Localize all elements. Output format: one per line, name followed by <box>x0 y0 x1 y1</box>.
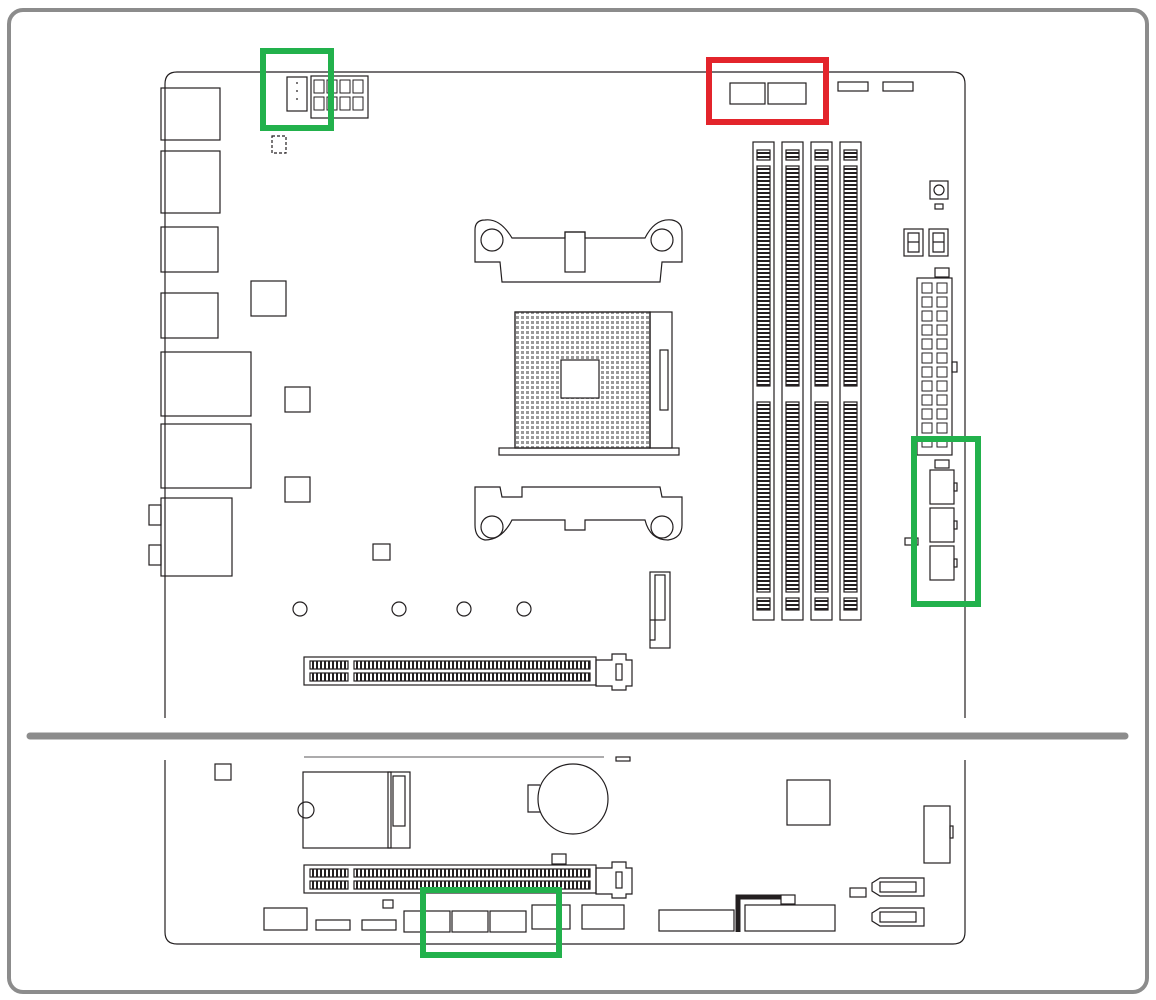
cpu-power-pin <box>352 96 364 111</box>
mounting-holes <box>292 601 532 617</box>
cpu-bracket-bottom <box>474 486 683 541</box>
io-port <box>160 226 219 273</box>
cpu-fan-header <box>286 76 308 112</box>
cpu-power-pin <box>352 79 364 94</box>
io-port <box>160 150 221 214</box>
small-dashed-component <box>271 135 287 154</box>
rear-io-ports <box>148 87 252 577</box>
io-port-audio <box>160 497 233 577</box>
bottom-headers <box>263 894 836 933</box>
led-headers-top <box>837 81 914 92</box>
highlight-cpu-fan <box>260 48 334 131</box>
atx-pin <box>921 310 933 322</box>
atx-pin <box>921 366 933 378</box>
atx-pin <box>936 296 948 308</box>
atx-pin <box>921 338 933 350</box>
cpu-power-pin <box>339 79 351 94</box>
atx-pin <box>921 296 933 308</box>
io-port <box>160 87 221 141</box>
board-outline-top <box>164 71 966 718</box>
sata-ports <box>871 877 925 927</box>
top-fan-headers <box>729 82 807 105</box>
chip <box>214 763 232 781</box>
dimm-slot <box>752 141 775 621</box>
dimm-slot <box>810 141 833 621</box>
atx-pin <box>921 282 933 294</box>
atx-pin <box>936 408 948 420</box>
cpu-power-pin <box>313 79 325 94</box>
atx-pin <box>936 338 948 350</box>
highlight-right-fans <box>911 436 981 607</box>
atx-pin <box>921 422 933 434</box>
io-port <box>160 292 219 339</box>
atx-pin <box>936 282 948 294</box>
chip <box>284 386 311 413</box>
front-usb-header-right <box>923 805 954 864</box>
board-outline-bottom <box>164 760 966 945</box>
small-header <box>849 887 867 898</box>
m2-slot-bottom <box>297 771 411 849</box>
highlight-bottom-fans <box>420 887 562 958</box>
highlight-top-fans <box>706 57 829 125</box>
io-port <box>160 351 252 417</box>
atx-pin <box>936 380 948 392</box>
cpu-power-pin <box>313 96 325 111</box>
cpu-power-pin <box>339 96 351 111</box>
atx-pin <box>921 352 933 364</box>
cmos-battery <box>527 763 609 835</box>
pcie-slot-top <box>303 653 633 691</box>
atx-pin <box>921 408 933 420</box>
cpu-socket <box>498 311 680 456</box>
atx-pin <box>936 324 948 336</box>
atx-pin <box>936 352 948 364</box>
chipset <box>786 779 831 826</box>
atx-pin <box>921 324 933 336</box>
chip <box>284 476 311 503</box>
dimm-slot <box>781 141 804 621</box>
chip <box>250 280 287 317</box>
outer-frame <box>7 8 1149 994</box>
atx-pin <box>936 366 948 378</box>
cpu-bracket-top <box>474 219 683 283</box>
power-button <box>929 180 949 200</box>
dimm-slot <box>839 141 862 621</box>
debug-led-display <box>903 228 949 257</box>
dimm-slots <box>752 141 862 621</box>
chip <box>372 543 391 561</box>
atx-pin <box>936 422 948 434</box>
io-port <box>160 423 252 489</box>
atx-pin <box>921 394 933 406</box>
cpu-power-connector <box>310 75 369 119</box>
atx-pin <box>936 310 948 322</box>
atx-pin <box>921 380 933 392</box>
atx-pin <box>936 394 948 406</box>
highlight-boxes <box>260 48 981 958</box>
right-fan-headers <box>929 469 958 581</box>
atx-power-connector <box>916 267 958 469</box>
m2-slot-top <box>649 571 671 649</box>
